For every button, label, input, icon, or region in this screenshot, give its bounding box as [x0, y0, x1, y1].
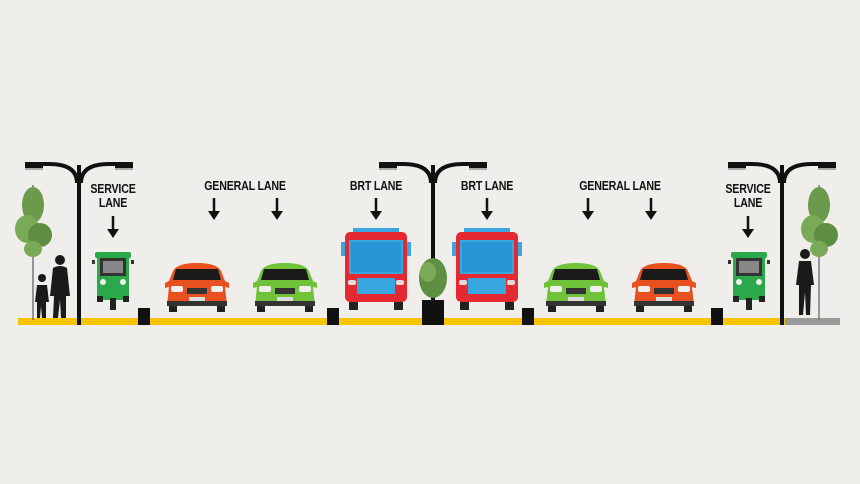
label-service-lane-right: SERVICE LANE [725, 182, 770, 210]
arrow-down-icon [105, 214, 121, 240]
road-line-yellow [18, 318, 785, 325]
label-general-lane-left: GENERAL LANE [204, 179, 286, 193]
arrow-down-icon [580, 196, 596, 222]
arrow-down-icon [479, 196, 495, 222]
pedestrians-left [35, 255, 70, 318]
arrow-down-icon [740, 214, 756, 240]
sidewalk-right [785, 318, 840, 325]
label-brt-lane-right: BRT LANE [460, 179, 514, 193]
label-line: LANE [98, 196, 128, 210]
lane-divider [711, 308, 723, 325]
orange-car-left [165, 263, 229, 312]
label-service-lane-left: SERVICE LANE [90, 182, 135, 210]
arrow-down-icon [206, 196, 222, 222]
arrow-down-icon [643, 196, 659, 222]
lane-divider [138, 308, 150, 325]
bus-left [341, 228, 411, 310]
lane-divider [522, 308, 534, 325]
median-planter [422, 300, 444, 325]
tuktuk-right [728, 252, 770, 310]
arrow-down-icon [269, 196, 285, 222]
green-car-right [544, 263, 608, 312]
arrow-down-icon [368, 196, 384, 222]
label-general-lane-right: GENERAL LANE [579, 179, 661, 193]
label-line: SERVICE [90, 182, 136, 196]
median-shrub [419, 258, 447, 298]
orange-car-right [632, 263, 696, 312]
label-brt-lane-left: BRT LANE [349, 179, 403, 193]
bus-right [452, 228, 522, 310]
green-car-left [253, 263, 317, 312]
lane-divider [327, 308, 339, 325]
tuktuk-left [92, 252, 134, 310]
label-line: SERVICE [725, 182, 771, 196]
label-line: LANE [733, 196, 763, 210]
pedestrian-right [796, 249, 814, 315]
